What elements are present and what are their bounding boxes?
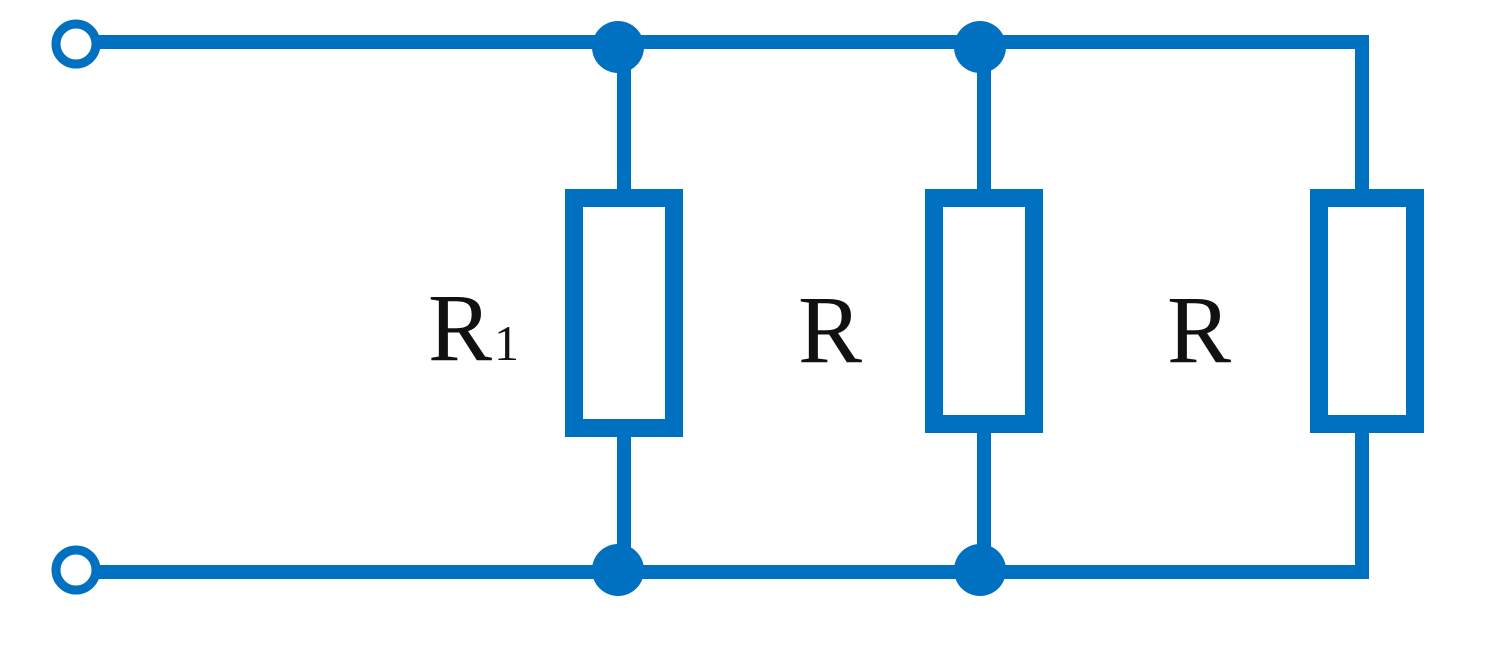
- label-r3: R: [1167, 276, 1231, 383]
- label-r1-subscript: 1: [494, 315, 519, 371]
- junction-top-2: [954, 21, 1006, 73]
- label-r1-main: R: [428, 274, 492, 381]
- input-terminal-bottom: [51, 545, 101, 595]
- junction-top-1: [592, 21, 644, 73]
- label-r2: R: [798, 276, 862, 383]
- resistor-r1: [565, 189, 683, 437]
- resistor-r2: [925, 189, 1043, 433]
- bottom-wire: [98, 427, 1369, 579]
- junction-bottom-2: [954, 544, 1006, 596]
- resistor-r3: [1310, 189, 1424, 433]
- junction-bottom-1: [592, 544, 644, 596]
- label-r1: R1: [428, 274, 519, 381]
- top-wire: [98, 35, 1369, 193]
- input-terminal-top: [51, 19, 101, 69]
